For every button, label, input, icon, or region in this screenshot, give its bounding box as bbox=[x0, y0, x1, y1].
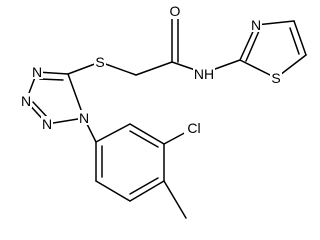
chemical-structure-diagram: O S NH N S N N N N Cl bbox=[20, 3, 307, 219]
bond-c4-c5 bbox=[293, 20, 307, 56]
aryl-ring bbox=[83, 117, 191, 219]
bond-c5-n4-inner bbox=[39, 78, 64, 81]
bond-ch2-carbonyl bbox=[135, 61, 173, 76]
bond-c4-c5 bbox=[129, 180, 165, 202]
bond-c2-c3 bbox=[129, 123, 165, 145]
atom-labels: O S NH N S N N N N Cl bbox=[20, 3, 282, 136]
bond-c5-c6 bbox=[95, 180, 131, 202]
tetrazole-n1-label: N bbox=[79, 110, 89, 126]
bond-c4-c5-inner bbox=[129, 177, 159, 195]
bond-c2-n3-inner bbox=[245, 30, 260, 62]
bond-ipso-c2 bbox=[95, 123, 131, 143]
thioether-sulfur-label: S bbox=[95, 54, 104, 70]
bond-n3-n2-inner bbox=[32, 101, 49, 119]
bond-c4-methyl bbox=[163, 180, 187, 219]
bond-c2-c3-inner bbox=[129, 130, 159, 148]
chlorine-label: Cl bbox=[187, 120, 200, 136]
bond-n3-c4 bbox=[255, 20, 295, 26]
bond-c4-c5-inner bbox=[289, 27, 300, 55]
bond-n2-n1 bbox=[46, 117, 85, 125]
thiazole-nitrogen-label: N bbox=[251, 17, 261, 33]
tetrazole-n4-label: N bbox=[32, 64, 42, 80]
oxygen-label: O bbox=[170, 3, 181, 19]
amide-nh-label: NH bbox=[194, 66, 214, 82]
thiazole-sulfur-label: S bbox=[271, 70, 280, 86]
tetrazole-n3-label: N bbox=[21, 93, 31, 109]
tetrazole-n2-label: N bbox=[42, 116, 52, 132]
